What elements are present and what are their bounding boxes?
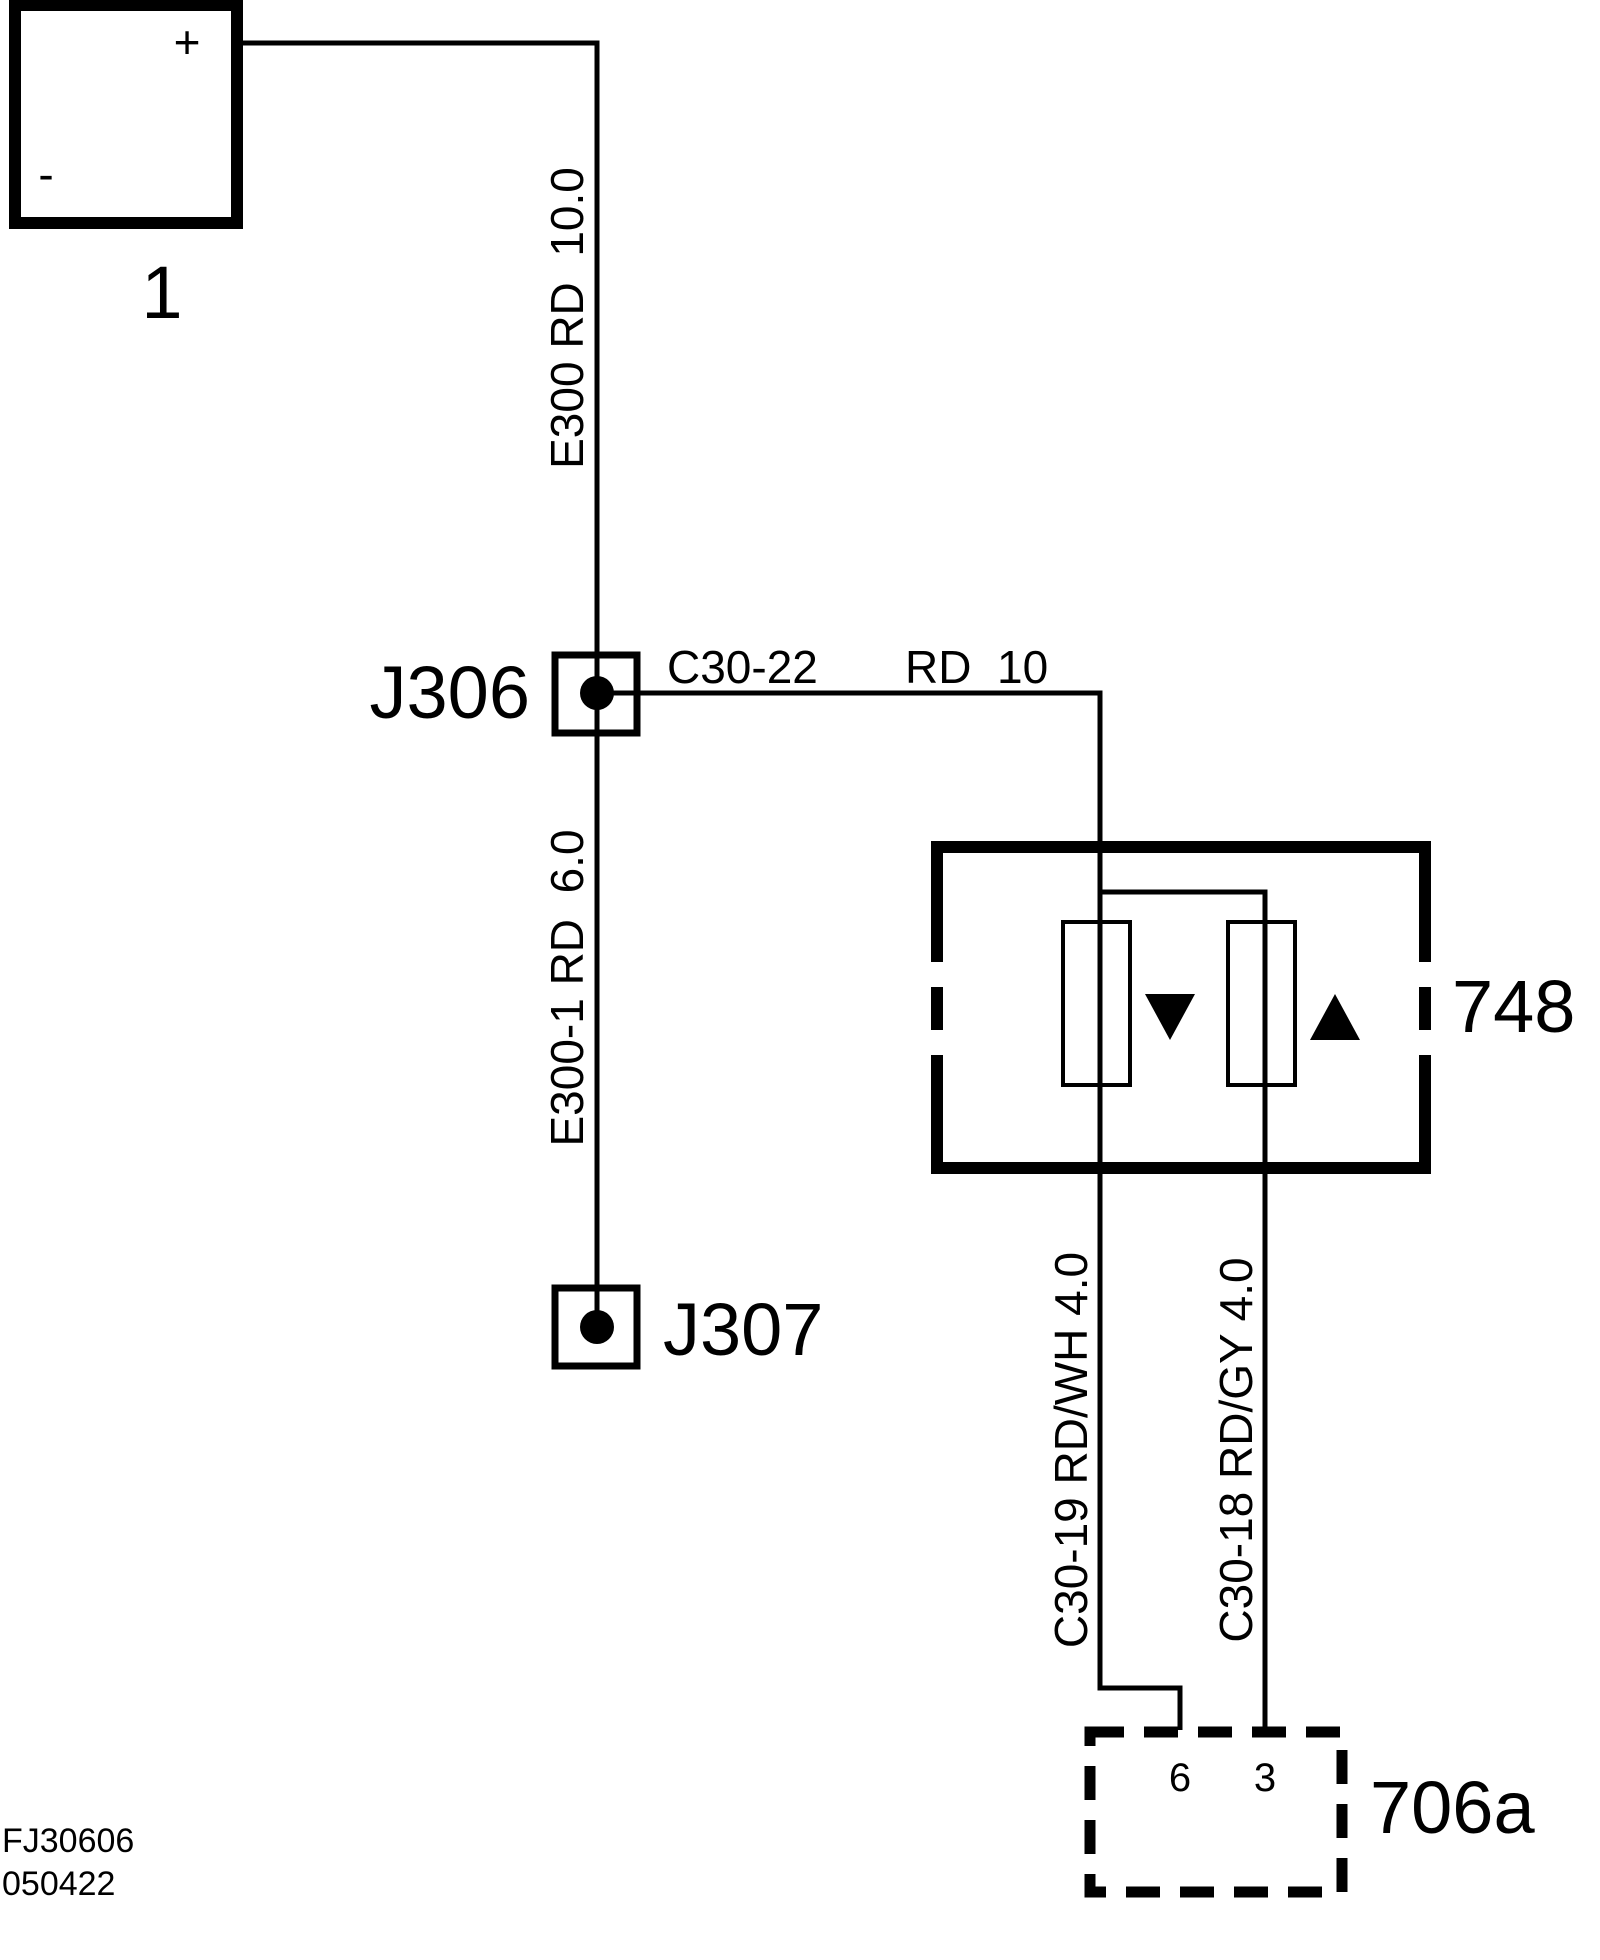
wire-lines bbox=[243, 40, 1268, 1730]
battery-plus-label: + bbox=[174, 16, 201, 68]
wire-branch-circuit-label: C30-22 bbox=[667, 641, 818, 693]
wire-main-label: E300 RD 10.0 bbox=[541, 167, 593, 469]
wire-left-out-label: C30-19 RD/WH 4.0 bbox=[1045, 1252, 1097, 1648]
up-switch-element bbox=[1226, 920, 1297, 1087]
battery-minus-label: - bbox=[38, 148, 53, 200]
up-arrow-icon bbox=[1310, 994, 1360, 1040]
connector-pin-3: 3 bbox=[1254, 1756, 1276, 1800]
wire-left-out bbox=[1097, 1175, 1183, 1730]
junction-j306-label: J306 bbox=[370, 651, 530, 734]
wire-branch-spec-label: RD 10 bbox=[905, 641, 1048, 693]
module-748 bbox=[931, 841, 1431, 1174]
junction-j306 bbox=[551, 651, 641, 737]
module-748-label: 748 bbox=[1452, 965, 1575, 1048]
connector-706a: 6 3 bbox=[1084, 1726, 1348, 1898]
wire-right-out-label: C30-18 RD/GY 4.0 bbox=[1210, 1257, 1262, 1642]
junction-j307-label: J307 bbox=[663, 1288, 823, 1371]
wire-lower-label: E300-1 RD 6.0 bbox=[541, 829, 593, 1146]
down-arrow-icon bbox=[1145, 994, 1195, 1040]
wire-branch bbox=[597, 690, 1103, 1175]
battery-id-label: 1 bbox=[141, 251, 182, 334]
connector-706a-label: 706a bbox=[1370, 1766, 1535, 1849]
connector-pin-6: 6 bbox=[1169, 1756, 1191, 1800]
junction-j307 bbox=[551, 1284, 641, 1370]
battery-component: + - bbox=[9, 0, 243, 229]
module-748-elements bbox=[1061, 920, 1297, 1087]
wire-main bbox=[243, 40, 600, 693]
diagram-code: FJ30606 bbox=[2, 1822, 134, 1860]
down-switch-element bbox=[1061, 920, 1132, 1087]
diagram-date: 050422 bbox=[2, 1865, 115, 1903]
